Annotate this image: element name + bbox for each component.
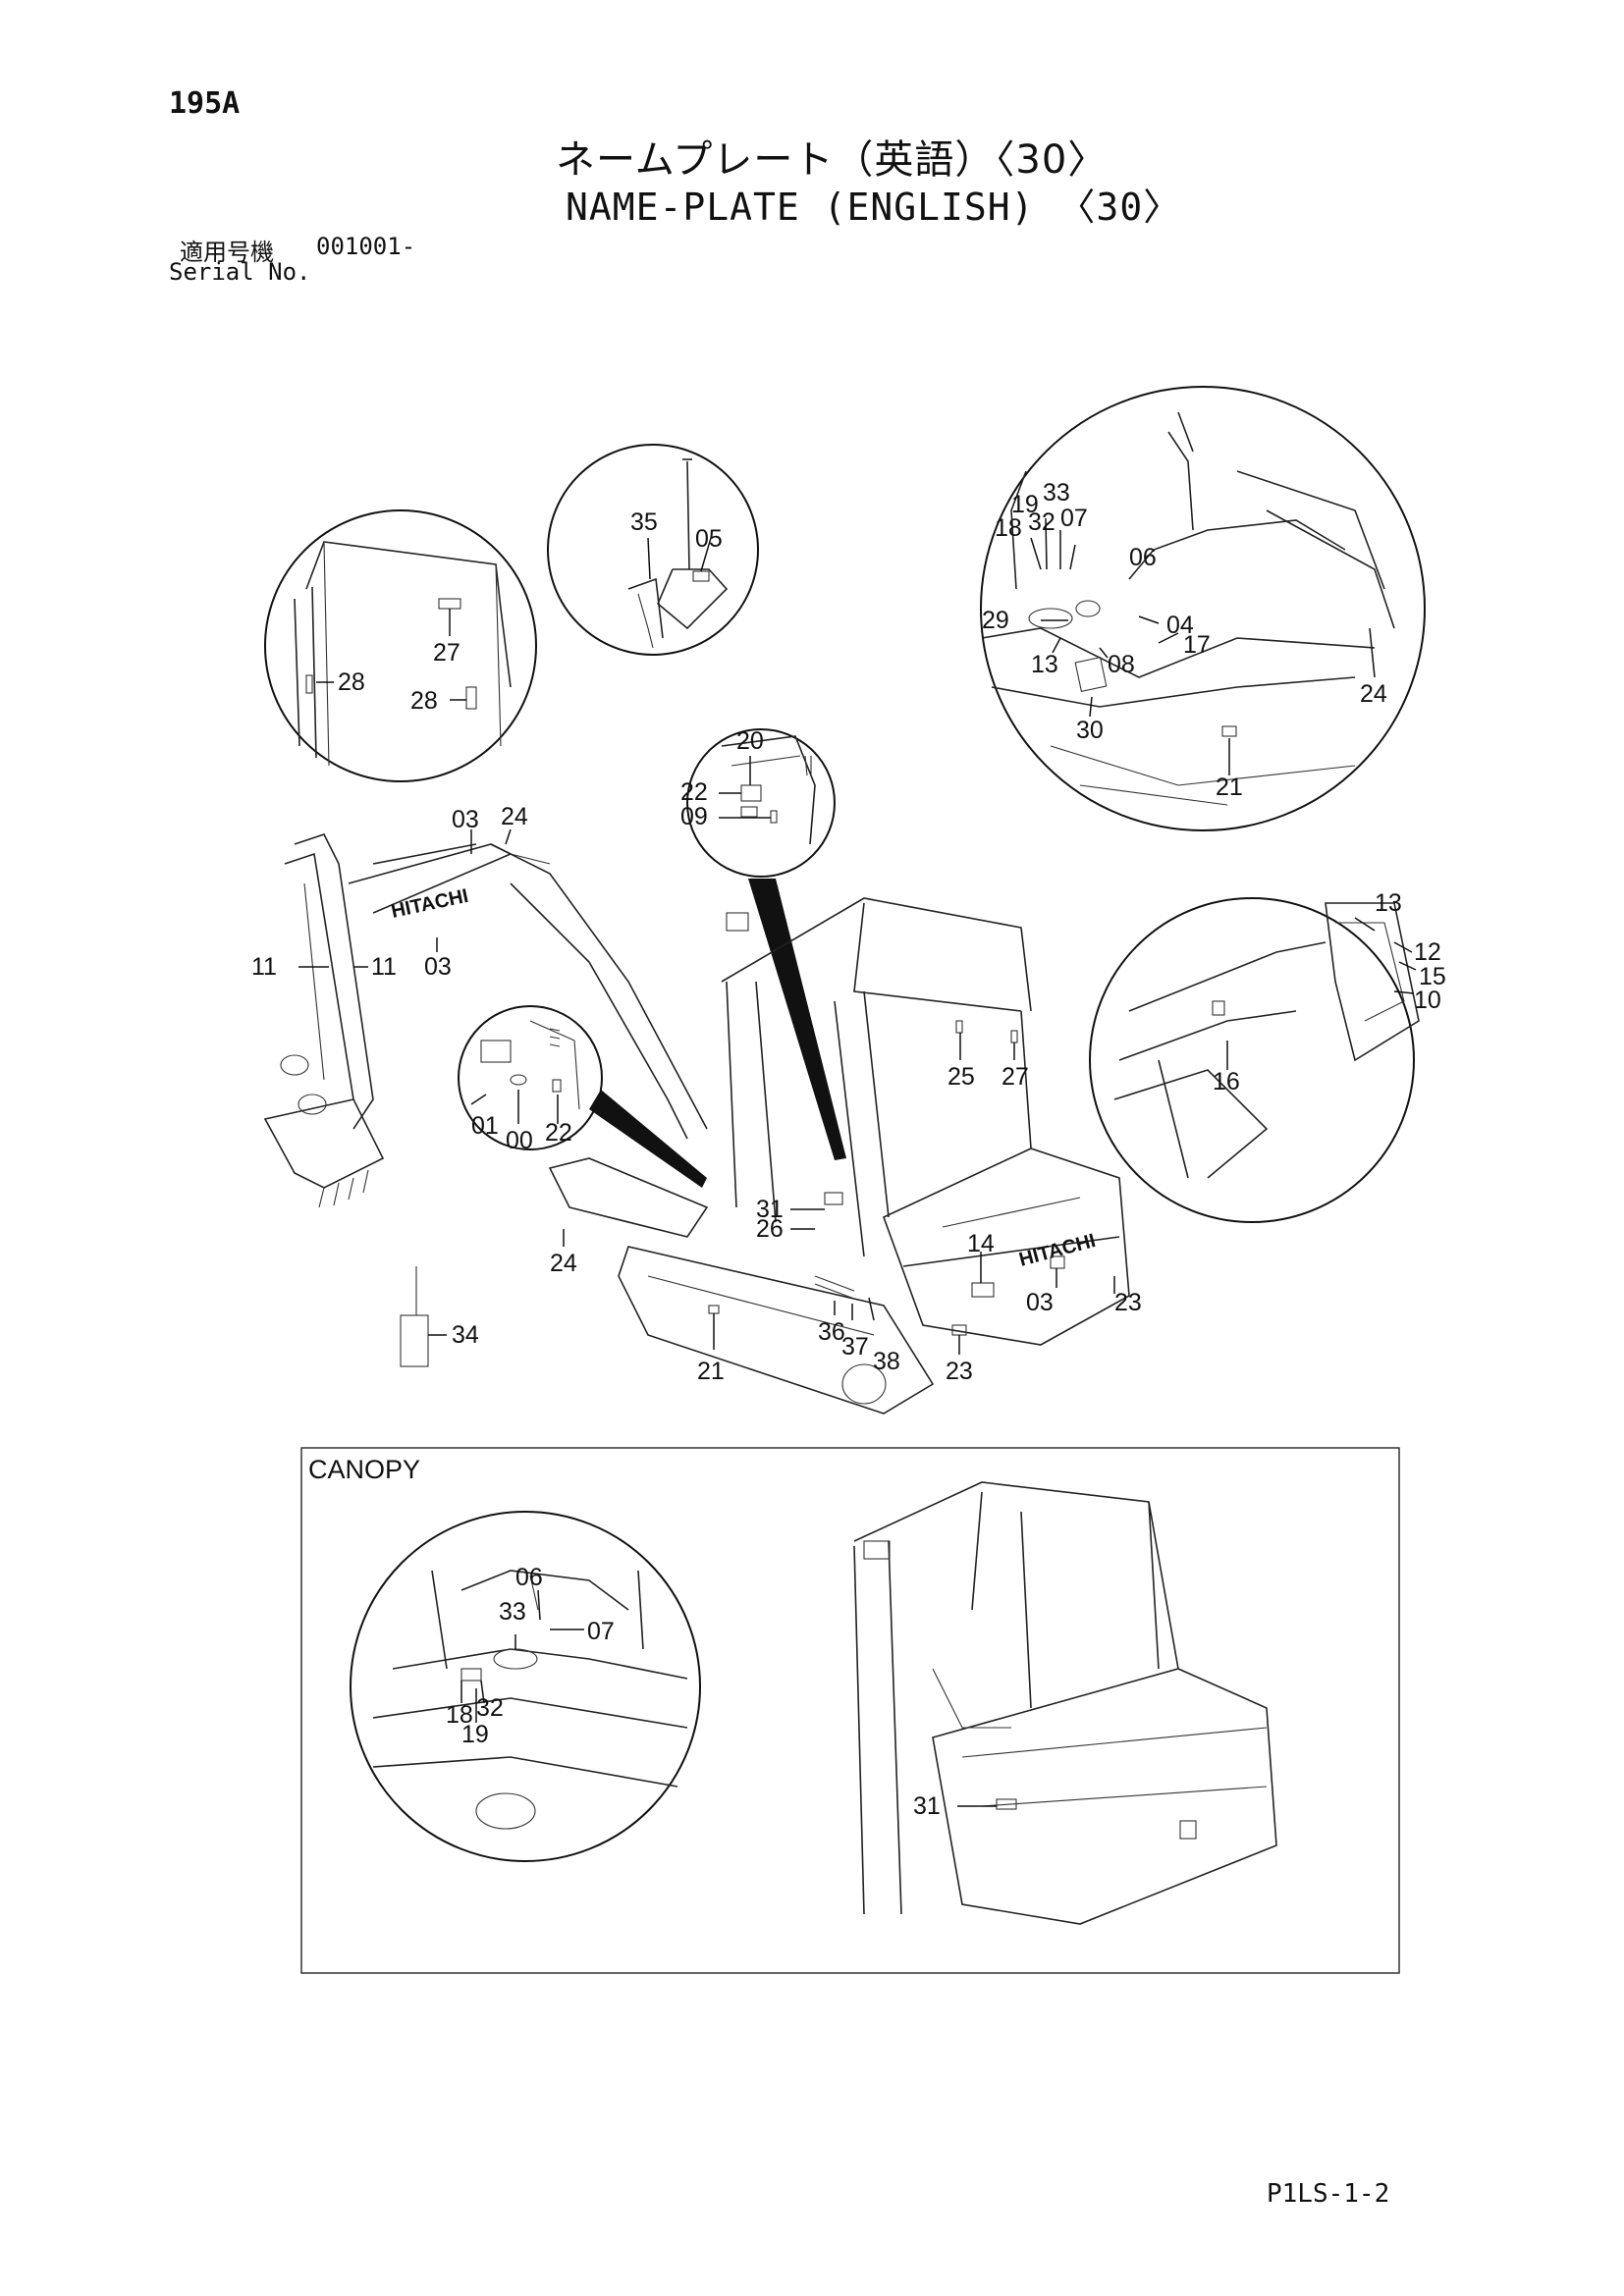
callout: 34 (452, 1321, 479, 1349)
brand-mark: HITACHI (389, 885, 469, 923)
callout: 24 (501, 803, 528, 830)
cab-frame-detail: 27 28 28 (264, 509, 537, 782)
brand-mark: HITACHI (1017, 1230, 1099, 1271)
excavator-main-view: HITACHI HITACHI (251, 803, 1142, 1415)
callout: 03 (424, 953, 452, 981)
serial-value: 001001- (316, 233, 416, 260)
callout: 09 (680, 803, 708, 830)
callout: 25 (947, 1063, 975, 1091)
page-number: 195A (169, 86, 241, 121)
callout: 28 (338, 668, 365, 696)
serial-label-jp: 適用号機 (180, 239, 274, 266)
callout: 07 (587, 1618, 615, 1645)
callout: 24 (1360, 680, 1387, 708)
callout: 32 (1028, 508, 1056, 536)
callout: 03 (1026, 1289, 1054, 1316)
plate-detail: 01 00 22 (458, 1005, 603, 1154)
callout: 04 (1166, 612, 1194, 639)
callout: 01 (471, 1112, 499, 1140)
callout: 21 (697, 1358, 725, 1385)
seat-detail: 19 33 18 32 07 06 29 04 13 08 17 30 24 2… (980, 386, 1426, 831)
callout: 33 (1043, 479, 1070, 507)
leader-wedge (589, 1090, 707, 1188)
callout: 19 (1011, 491, 1039, 518)
leader-wedge (748, 879, 846, 1160)
serial-label-en: Serial No. (169, 258, 311, 286)
lever-detail: 35 05 (547, 444, 759, 656)
callout: 30 (1076, 717, 1104, 744)
callout: 28 (410, 687, 438, 715)
callout: 13 (1031, 651, 1058, 678)
callout: 37 (841, 1333, 869, 1361)
callout: 11 (251, 953, 277, 981)
callout: 27 (433, 639, 460, 667)
callout: 23 (1114, 1289, 1142, 1316)
callout: 08 (1108, 651, 1135, 678)
callout: 22 (680, 778, 708, 806)
callout: 38 (873, 1348, 900, 1375)
callout: 31 (756, 1196, 784, 1223)
callout: 11 (371, 953, 397, 981)
callout: 20 (736, 727, 764, 755)
console-detail: 13 12 15 10 16 (1089, 889, 1446, 1223)
callout: 21 (1216, 774, 1243, 801)
callout: 29 (982, 607, 1009, 634)
callout: 10 (1414, 987, 1441, 1014)
canopy-label: CANOPY (308, 1455, 420, 1484)
callout: 14 (967, 1230, 995, 1257)
page-title-jp: ネームプレート（英語）〈30〉 (556, 137, 1109, 183)
callout: 22 (545, 1119, 572, 1147)
callout: 27 (1001, 1063, 1029, 1091)
callout: 24 (550, 1250, 577, 1277)
callout: 35 (630, 508, 658, 536)
page-title-en: NAME-PLATE (ENGLISH) 〈30〉 (566, 186, 1182, 229)
callout: 17 (1183, 631, 1211, 659)
callout: 07 (1060, 505, 1088, 532)
callout: 05 (695, 525, 723, 553)
callout: 00 (506, 1127, 533, 1154)
callout: 36 (818, 1318, 845, 1346)
page-code: P1LS-1-2 (1267, 2179, 1390, 2209)
callout: 13 (1375, 889, 1402, 917)
callout: 31 (913, 1792, 941, 1820)
callout: 06 (515, 1564, 543, 1591)
callout: 16 (1213, 1068, 1240, 1095)
callout: 19 (461, 1721, 489, 1748)
panel-detail: 20 22 09 (680, 727, 836, 878)
callout: 03 (452, 806, 479, 833)
callout: 32 (476, 1694, 504, 1722)
callout: 26 (756, 1215, 784, 1243)
callout: 15 (1419, 963, 1446, 990)
callout: 33 (499, 1598, 526, 1626)
callout: 06 (1129, 544, 1157, 571)
callout: 23 (946, 1358, 973, 1385)
callout: 12 (1414, 938, 1441, 966)
callout: 18 (446, 1701, 473, 1729)
callout: 18 (995, 514, 1022, 542)
canopy-section: CANOPY 06 33 07 18 32 19 (300, 1447, 1400, 1974)
